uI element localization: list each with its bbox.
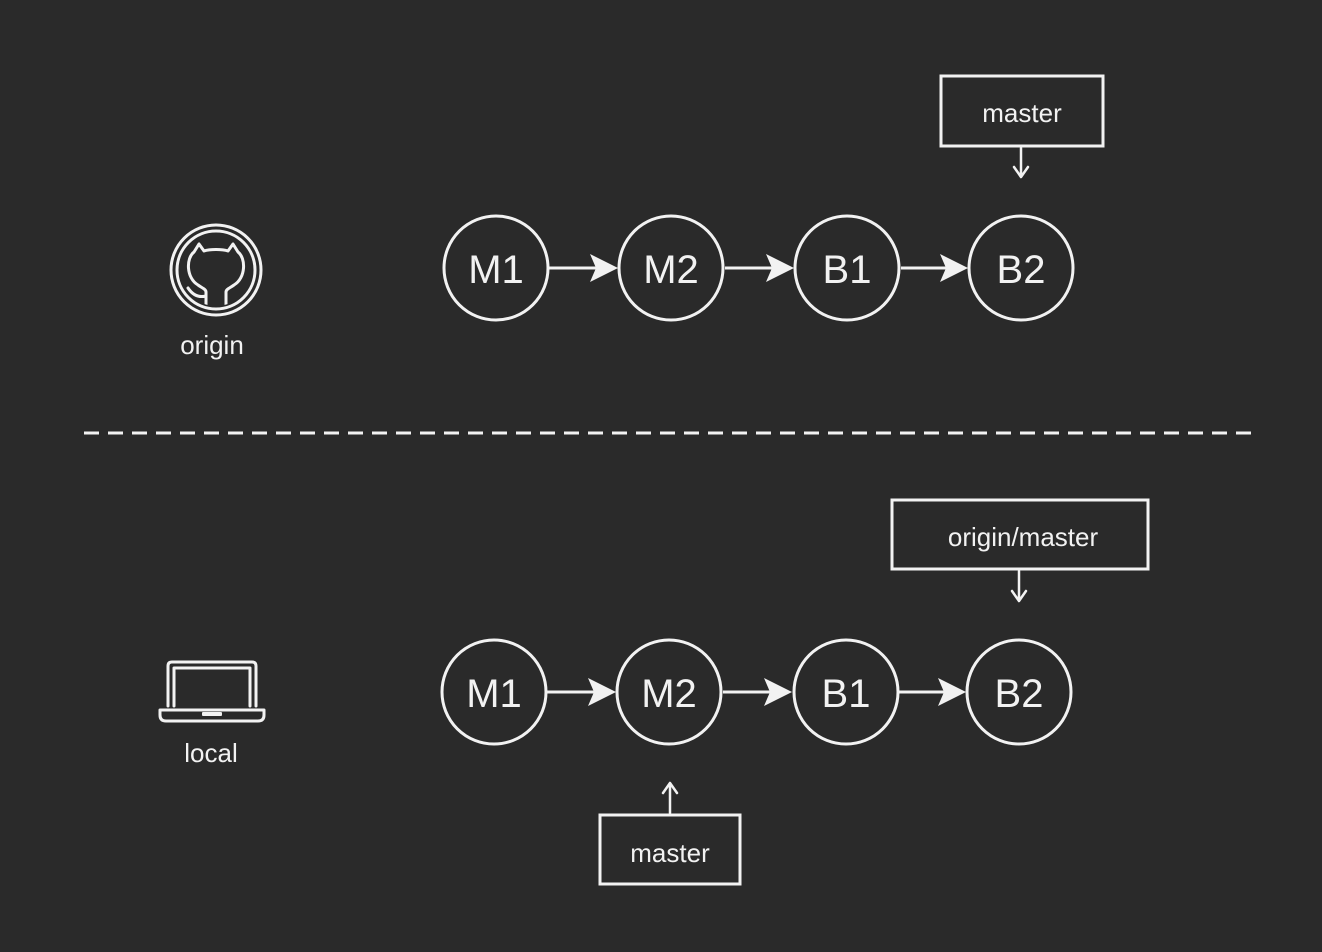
commit-node: M2 bbox=[615, 638, 723, 746]
laptop-icon bbox=[158, 660, 266, 723]
local-commit-chain: M1 M2 B1 B2 bbox=[440, 638, 1073, 746]
local-section: local M1 M2 B1 B2 bbox=[158, 498, 1150, 886]
ref-pointer-arrow bbox=[661, 781, 679, 815]
github-icon bbox=[169, 223, 263, 317]
commit-node: M1 bbox=[442, 214, 550, 322]
origin-label: origin bbox=[180, 330, 244, 360]
commit-node: B2 bbox=[965, 638, 1073, 746]
commit-node: B1 bbox=[793, 214, 901, 322]
commit-label: B2 bbox=[997, 248, 1046, 292]
branch-ref-label: master bbox=[982, 98, 1062, 128]
commit-node: M2 bbox=[617, 214, 725, 322]
origin-section: origin M1 M2 B1 B2 bbox=[169, 74, 1105, 360]
branch-ref-master: master bbox=[598, 781, 742, 886]
commit-node: B1 bbox=[792, 638, 900, 746]
local-label: local bbox=[184, 738, 237, 768]
edge-b1-b2-arrowhead bbox=[938, 678, 966, 706]
origin-commit-chain: M1 M2 B1 B2 bbox=[442, 214, 1075, 322]
commit-label: M1 bbox=[468, 248, 524, 292]
ref-pointer-arrow bbox=[1010, 569, 1028, 603]
branch-ref-master: master bbox=[939, 74, 1105, 179]
branch-ref-label: master bbox=[630, 838, 710, 868]
commit-label: B1 bbox=[822, 672, 871, 716]
edge-m1-m2-arrowhead bbox=[588, 678, 616, 706]
commit-node: M1 bbox=[440, 638, 548, 746]
commit-label: B2 bbox=[995, 672, 1044, 716]
ref-pointer-arrow bbox=[1012, 146, 1030, 179]
commit-label: M2 bbox=[641, 672, 697, 716]
branch-ref-origin-master: origin/master bbox=[890, 498, 1150, 603]
edge-m2-b1-arrowhead bbox=[764, 678, 792, 706]
edge-m2-b1-arrowhead bbox=[766, 254, 794, 282]
commit-label: M1 bbox=[466, 672, 522, 716]
branch-ref-label: origin/master bbox=[948, 522, 1099, 552]
commit-node: B2 bbox=[967, 214, 1075, 322]
commit-label: M2 bbox=[643, 248, 699, 292]
edge-b1-b2-arrowhead bbox=[940, 254, 968, 282]
edge-m1-m2-arrowhead bbox=[590, 254, 618, 282]
commit-label: B1 bbox=[823, 248, 872, 292]
